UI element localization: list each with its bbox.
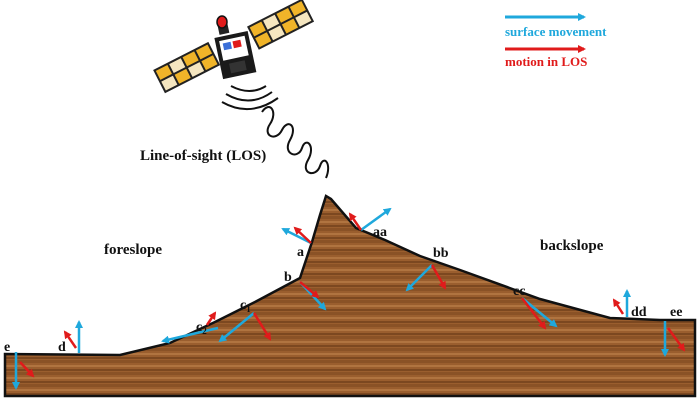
arrow-surface-aa — [360, 207, 392, 232]
point-label-ee: ee — [670, 305, 682, 320]
foreslope-label: foreslope — [104, 242, 162, 258]
backslope-label: backslope — [540, 238, 604, 254]
point-label-a: a — [297, 245, 304, 260]
arrow-surface-cc — [521, 297, 558, 328]
point-labels: a aa b bb c1 c2 cc d dd e ee — [4, 225, 682, 355]
arrow-surface-a — [281, 227, 312, 245]
arrow-los-e — [19, 361, 35, 378]
arrow-los-a — [293, 226, 312, 244]
arrow-los-c2 — [205, 311, 217, 326]
legend-los-label: motion in LOS — [505, 54, 587, 69]
arrow-los-ee — [666, 327, 686, 352]
point-label-bb: bb — [433, 246, 449, 261]
arrow-los-aa — [348, 212, 363, 231]
arrow-surface-c2 — [161, 326, 219, 344]
point-label-aa: aa — [373, 225, 387, 240]
arrow-surface-bb — [405, 264, 433, 292]
point-label-cc: cc — [513, 284, 525, 299]
motion-arrows — [12, 207, 686, 390]
los-title: Line-of-sight (LOS) — [140, 148, 266, 164]
los-wave-icon — [261, 106, 330, 179]
arrow-los-dd — [612, 298, 625, 315]
arrow-los-cc — [521, 297, 547, 330]
legend: surface movement motion in LOS — [505, 13, 607, 69]
arrow-los-d — [63, 330, 78, 349]
point-label-c1: c1 — [240, 298, 251, 314]
legend-surface-label: surface movement — [505, 24, 607, 39]
point-label-e: e — [4, 340, 10, 355]
satellite-icon — [153, 0, 330, 179]
point-label-dd: dd — [631, 305, 647, 320]
arrow-los-bb — [430, 264, 447, 290]
arrow-los-b — [299, 281, 320, 299]
arrow-surface-c1 — [218, 312, 255, 343]
terrain-body — [3, 194, 697, 398]
point-label-b: b — [284, 270, 292, 285]
arrow-los-c1 — [252, 312, 272, 341]
point-label-c2: c2 — [196, 320, 207, 336]
point-label-d: d — [58, 340, 66, 355]
